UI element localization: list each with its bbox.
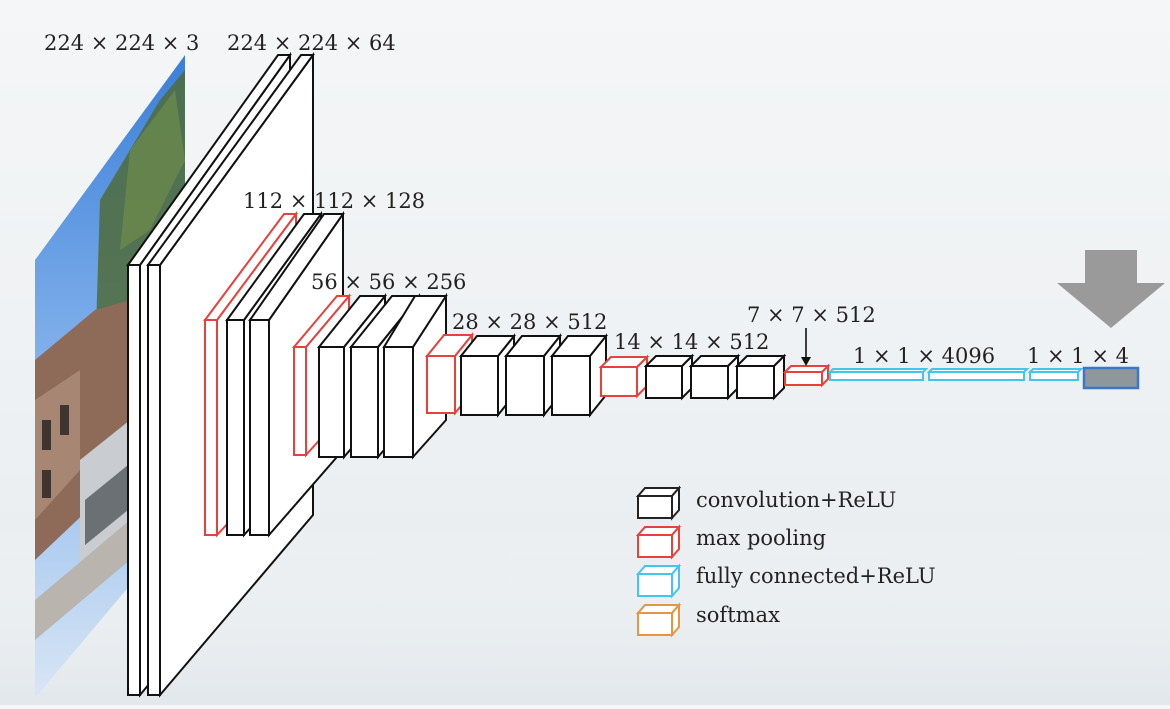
dim-label: 224 × 224 × 3 (44, 31, 199, 55)
conv-layer (549, 333, 609, 418)
fc-layer (827, 368, 929, 381)
dim-label: 224 × 224 × 64 (227, 31, 396, 55)
pool-layer (598, 354, 650, 399)
pool-layer-final (782, 363, 831, 388)
fc-layer (926, 368, 1030, 381)
conv-swatch-icon (635, 485, 682, 521)
legend-item-max-pooling: max pooling (635, 524, 826, 560)
conv-block-5 (598, 353, 787, 401)
pool-layer (424, 332, 475, 416)
conv-block-4 (424, 332, 609, 418)
legend-label: fully connected+ReLU (696, 564, 936, 588)
dimension-labels: 224 × 224 × 3 224 × 224 × 64 112 × 112 ×… (44, 31, 1129, 368)
fc-layer (1027, 368, 1084, 381)
conv-block-3 (291, 292, 448, 460)
legend-item-fully-connected: fully connected+ReLU (635, 563, 936, 599)
legend-label: softmax (696, 603, 780, 627)
pool-swatch-icon (635, 524, 682, 560)
fc-layers (827, 368, 1084, 381)
legend-label: convolution+ReLU (696, 488, 896, 512)
conv-layer (688, 353, 741, 401)
conv-layer (643, 353, 695, 401)
dim-label: 56 × 56 × 256 (311, 270, 466, 294)
conv-layer (734, 353, 787, 401)
pointer-arrow (801, 328, 811, 366)
conv-layer (382, 292, 448, 460)
legend-label: max pooling (696, 526, 826, 550)
fc-swatch-icon (635, 563, 682, 599)
dim-label: 7 × 7 × 512 (747, 303, 876, 327)
dim-label: 1 × 1 × 4 (1027, 344, 1129, 368)
softmax-swatch-icon (635, 602, 682, 638)
dim-label: 1 × 1 × 4096 (853, 344, 995, 368)
softmax-output-box (1082, 366, 1140, 390)
dim-label: 112 × 112 × 128 (243, 189, 425, 213)
dim-label: 28 × 28 × 512 (452, 310, 607, 334)
output-arrow-icon (1057, 250, 1165, 328)
legend: convolution+ReLU max pooling fully conne… (635, 485, 936, 638)
dim-label: 14 × 14 × 512 (614, 330, 769, 354)
legend-item-softmax: softmax (635, 602, 780, 638)
legend-item-convolution: convolution+ReLU (635, 485, 896, 521)
conv-layer (146, 51, 315, 698)
